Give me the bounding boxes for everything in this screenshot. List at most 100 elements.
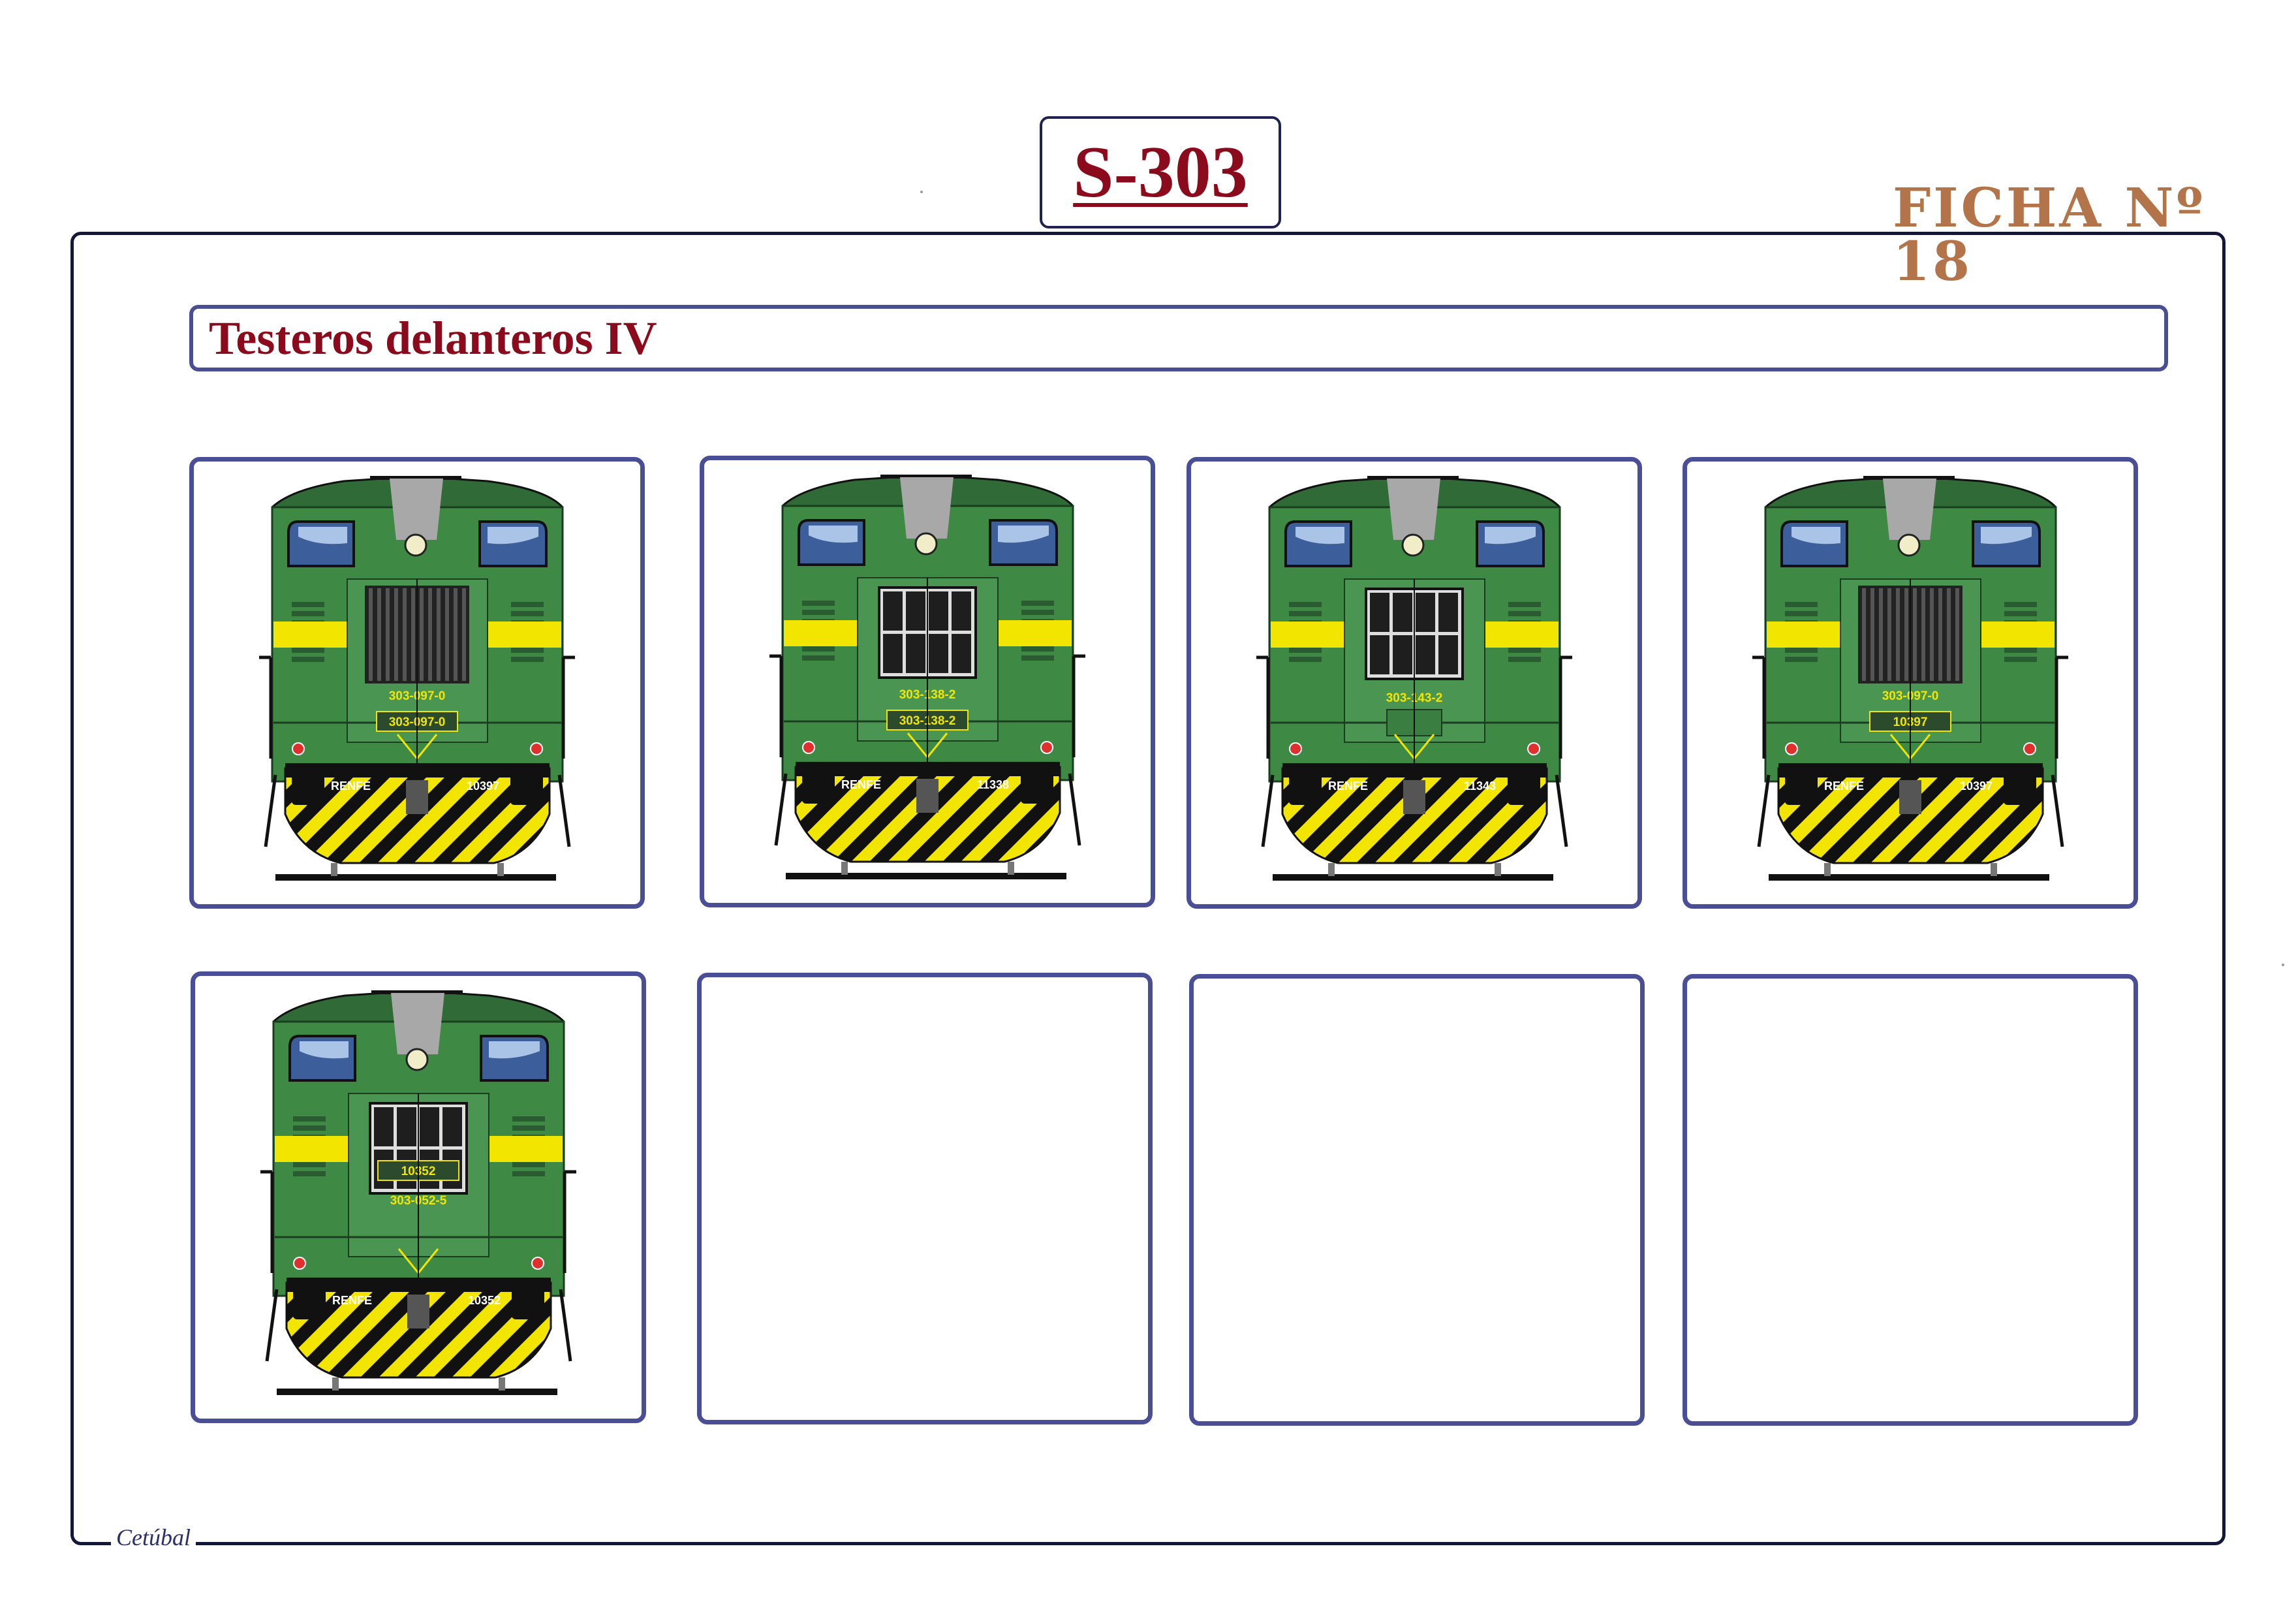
grille-bar xyxy=(462,588,466,681)
hazard-stripes xyxy=(284,767,551,864)
side-louver xyxy=(802,655,835,661)
window-glare xyxy=(300,1041,349,1059)
handrail-right xyxy=(1072,654,1085,757)
grille-window xyxy=(1393,593,1412,632)
side-louver xyxy=(1508,611,1541,616)
marker-light-right xyxy=(531,1257,544,1270)
side-louver xyxy=(512,1125,545,1131)
front-label-right: 10352 xyxy=(468,1294,501,1307)
side-louver xyxy=(802,601,835,606)
buffer-right xyxy=(510,774,543,805)
buffer-beam-top xyxy=(1778,763,2043,778)
headlight-hood xyxy=(391,993,444,1054)
grille-window xyxy=(952,634,971,673)
grille-bar xyxy=(420,588,424,681)
side-louver xyxy=(292,611,324,616)
coupler xyxy=(1899,780,1921,814)
yellow-stripe-left xyxy=(1271,621,1354,648)
empty-slot-3 xyxy=(1683,974,2138,1426)
wheel-left xyxy=(332,1377,339,1391)
buffer-left xyxy=(293,1288,326,1319)
grille-window xyxy=(1370,635,1389,674)
grille-window xyxy=(1438,593,1458,632)
side-louver xyxy=(1289,611,1322,616)
grille-window xyxy=(1370,593,1389,632)
window-glare xyxy=(298,527,347,544)
grille-bar xyxy=(369,588,373,681)
side-louver xyxy=(1289,602,1322,607)
grille-bar xyxy=(1879,588,1883,681)
side-louver xyxy=(1508,648,1541,653)
grille-bar xyxy=(386,588,390,681)
handrail-left xyxy=(259,655,273,759)
grille-bar xyxy=(454,588,458,681)
yellow-stripe-right xyxy=(982,620,1072,646)
rail-line xyxy=(277,1389,557,1395)
side-louver xyxy=(512,1116,545,1122)
side-louver xyxy=(2004,611,2037,616)
grille-bar xyxy=(394,588,398,681)
window-glare xyxy=(809,526,858,543)
grille-window xyxy=(397,1107,416,1146)
grille-bar xyxy=(1921,588,1925,681)
wheel-left xyxy=(1328,863,1335,876)
roof-edge xyxy=(370,476,461,480)
front-label-left: RENFE xyxy=(331,779,371,793)
buffer-left xyxy=(1785,774,1818,805)
grille-bar xyxy=(1862,588,1866,681)
grille-bar xyxy=(445,588,449,681)
side-louver xyxy=(511,602,544,607)
yellow-stripe-right xyxy=(1468,621,1559,648)
buffer-beam-top xyxy=(285,763,550,778)
wheel-right xyxy=(499,1377,505,1391)
grille-window xyxy=(1393,635,1412,674)
grille-bar xyxy=(411,588,415,681)
wheel-right xyxy=(1008,862,1014,875)
author-signature: Cetúbal xyxy=(111,1526,196,1549)
side-louver xyxy=(292,648,324,653)
wheel-right xyxy=(497,863,504,876)
wheel-left xyxy=(1824,863,1831,876)
buffer-beam-top xyxy=(1282,763,1547,778)
content-frame xyxy=(70,232,2226,1545)
marker-light-left xyxy=(292,742,305,755)
coupler xyxy=(407,1295,429,1328)
buffer-right xyxy=(1508,774,1540,805)
grille-bar xyxy=(1887,588,1891,681)
front-label-right: 11338 xyxy=(977,778,1009,791)
roof-edge xyxy=(371,990,463,994)
side-louver xyxy=(1785,657,1818,662)
roof-edge xyxy=(1863,476,1955,480)
marker-light-right xyxy=(1527,742,1540,755)
grille-bar xyxy=(1930,588,1934,681)
headlight-hood xyxy=(900,477,954,539)
side-louver xyxy=(293,1171,326,1176)
handrail-left xyxy=(769,654,783,757)
side-louver xyxy=(1508,602,1541,607)
buffer-right xyxy=(2004,774,2036,805)
step-legs xyxy=(265,1289,572,1362)
handrail-left xyxy=(1256,655,1270,759)
grille-window xyxy=(906,591,925,631)
handrail-left xyxy=(260,1170,274,1273)
hazard-stripes xyxy=(794,766,1061,863)
speck xyxy=(2282,964,2284,966)
side-louver xyxy=(2004,657,2037,662)
coupler xyxy=(1403,780,1425,814)
side-louver xyxy=(1021,601,1054,606)
grille-window xyxy=(442,1107,462,1146)
front-label-left: RENFE xyxy=(1328,779,1368,793)
side-louver xyxy=(292,602,324,607)
headlight-icon xyxy=(1401,533,1425,557)
grille-window xyxy=(1416,635,1435,674)
coupler xyxy=(406,780,428,814)
grille-bar xyxy=(1870,588,1874,681)
grille-window xyxy=(1416,593,1435,632)
step-legs xyxy=(1757,774,2064,847)
handrail-left xyxy=(1752,655,1766,759)
window-glare xyxy=(488,527,538,544)
side-louver xyxy=(2004,602,2037,607)
grille-window xyxy=(906,634,925,673)
